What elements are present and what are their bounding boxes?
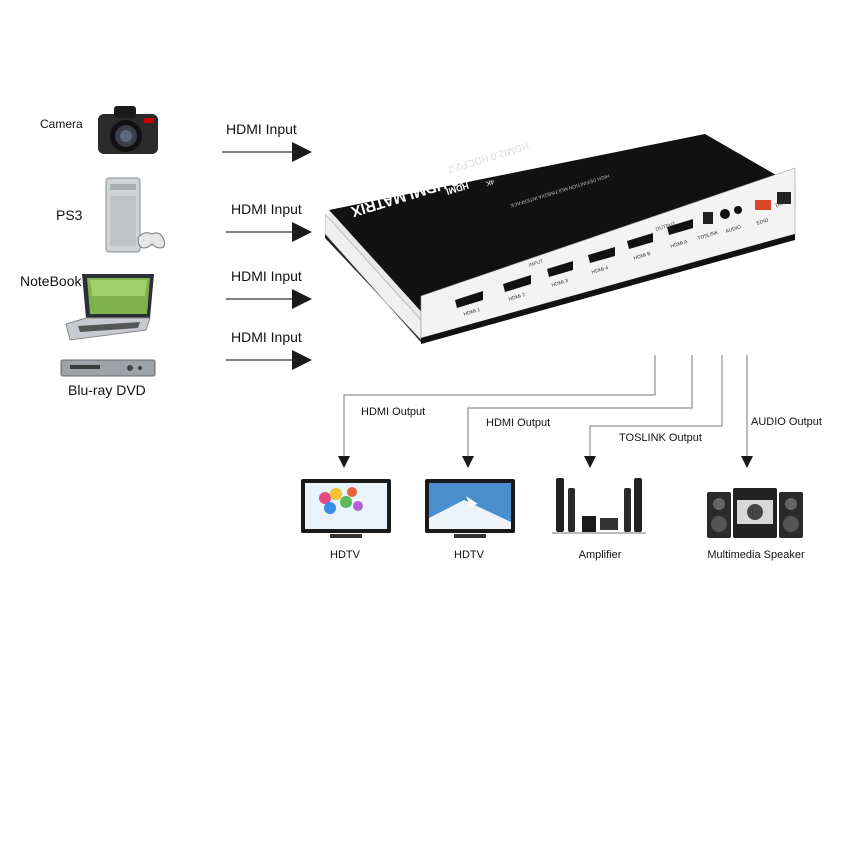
output-line-label-3: TOSLINK Output <box>619 432 702 444</box>
laptop-icon <box>62 272 158 344</box>
output-line-label-1: HDMI Output <box>361 406 426 418</box>
source-label-ps3: PS3 <box>56 207 83 223</box>
source-label-camera: Camera <box>40 117 83 131</box>
dvd-player-icon <box>60 358 156 378</box>
game-console-icon <box>104 176 166 256</box>
hdmi-matrix-device <box>325 130 800 345</box>
input-arrow-label: HDMI Input <box>231 268 302 284</box>
source-label-notebook: NoteBook <box>20 273 82 289</box>
output-line-label-4: AUDIO Output <box>751 416 822 428</box>
hdtv-icon <box>300 478 392 540</box>
input-arrow-label: HDMI Input <box>231 201 302 217</box>
input-arrow-label: HDMI Input <box>226 121 297 137</box>
input-arrow-label: HDMI Input <box>231 329 302 345</box>
output-device-hdtv-1: HDTV <box>330 549 360 561</box>
output-line-label-2: HDMI Output <box>486 417 551 429</box>
amplifier-icon <box>548 474 650 540</box>
output-device-amplifier: Amplifier <box>578 549 622 561</box>
camera-icon <box>96 100 160 160</box>
output-device-hdtv-2: HDTV <box>454 549 484 561</box>
hdtv-icon <box>424 478 516 540</box>
source-label-bluray: Blu-ray DVD <box>68 382 146 398</box>
speaker-icon <box>705 486 805 540</box>
output-device-speaker: Multimedia Speaker <box>707 549 805 561</box>
